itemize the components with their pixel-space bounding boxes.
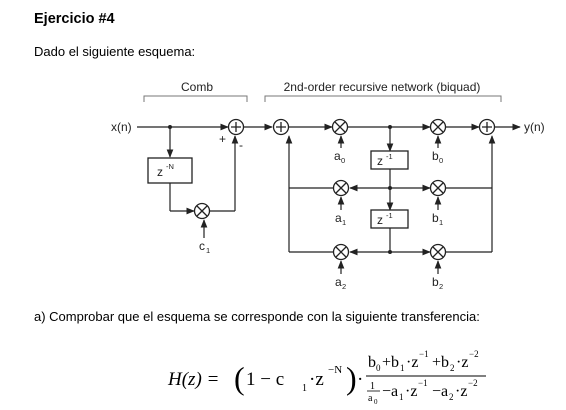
formula-neg-n: −N xyxy=(328,364,342,376)
formula-c-sub: 1 xyxy=(302,383,307,394)
den-z1: ·z xyxy=(405,383,417,400)
formula-z: ·z xyxy=(309,369,324,390)
den-exp-m1: −1 xyxy=(418,378,428,388)
delay-z-n: z -N xyxy=(147,157,193,184)
formula-one-minus: 1 − c xyxy=(246,369,284,390)
coef-a2-letter: a xyxy=(335,275,342,289)
intro-text: Dado el siguiente esquema: xyxy=(34,44,196,59)
multiplier-a1 xyxy=(332,179,350,197)
formula-lhs: H(z) = xyxy=(167,369,219,390)
output-label: y(n) xyxy=(524,120,545,134)
plus-sign: + xyxy=(219,132,226,146)
coef-b1-sub: 1 xyxy=(439,218,443,227)
den-minus-a2: −a xyxy=(432,383,448,400)
num-exp-m2: −2 xyxy=(469,349,479,359)
num-b0: b xyxy=(368,354,376,371)
coef-b2: b 2 xyxy=(432,275,443,291)
transfer-function: H(z) = ( 1 − c 1 ·z −N ) · b 0 +b 1 ·z −… xyxy=(167,349,486,406)
adder-comb xyxy=(227,118,245,136)
coef-b1: b 1 xyxy=(432,211,443,227)
multiplier-a0 xyxy=(331,118,349,136)
den-exp-m2: −2 xyxy=(468,378,478,388)
coef-b0-sub: 0 xyxy=(439,156,443,165)
den-z2: ·z xyxy=(455,383,467,400)
num-b2-sub: 2 xyxy=(450,363,455,373)
adder-biquad-out xyxy=(478,118,496,136)
den-minus-a1: −a xyxy=(382,383,398,400)
coef-c1-letter: c xyxy=(199,239,205,253)
comb-label: Comb xyxy=(181,80,213,94)
delay-z-n-label: z xyxy=(157,165,163,179)
den-a0: a xyxy=(368,393,373,404)
comb-bracket xyxy=(143,95,248,102)
num-plus-b2: +b xyxy=(432,354,449,371)
coef-b0-letter: b xyxy=(432,149,439,163)
multiplier-c1 xyxy=(193,202,211,220)
delay-z1-top-label: z xyxy=(377,154,383,168)
den-a1-sub: 1 xyxy=(399,392,404,402)
coef-c1: c 1 xyxy=(199,239,210,255)
num-z2: ·z xyxy=(456,354,468,371)
coef-b0: b 0 xyxy=(432,149,443,165)
coef-a0: a 0 xyxy=(334,149,345,165)
multiplier-b2 xyxy=(429,243,447,261)
junction-dots xyxy=(168,125,392,254)
multiplier-b0 xyxy=(429,118,447,136)
num-b0-sub: 0 xyxy=(376,363,381,373)
multiplier-b1 xyxy=(429,179,447,197)
biquad-label: 2nd-order recursive network (biquad) xyxy=(284,80,481,94)
coef-a2-sub: 2 xyxy=(342,282,346,291)
delay-z-n-exp: -N xyxy=(166,162,174,171)
den-one: 1 xyxy=(370,381,375,392)
formula-dot: · xyxy=(357,369,363,390)
num-exp-m1: −1 xyxy=(419,349,429,359)
coef-b2-sub: 2 xyxy=(439,282,443,291)
input-label: x(n) xyxy=(111,120,132,134)
formula-paren-close: ) xyxy=(346,360,357,396)
coef-a1: a 1 xyxy=(335,211,346,227)
num-z1: ·z xyxy=(406,354,418,371)
delay-z1-bottom-exp: -1 xyxy=(386,211,393,220)
delay-z-1-bottom: z -1 xyxy=(370,209,409,229)
question-a: a) Comprobar que el esquema se correspon… xyxy=(34,309,480,324)
coef-a1-letter: a xyxy=(335,211,342,225)
den-a2-sub: 2 xyxy=(449,392,454,402)
delay-z-1-top: z -1 xyxy=(370,150,409,170)
formula-paren-open: ( xyxy=(234,360,245,396)
coef-b1-letter: b xyxy=(432,211,439,225)
delay-z1-bottom-label: z xyxy=(377,213,383,227)
coef-c1-sub: 1 xyxy=(206,246,210,255)
coef-a0-letter: a xyxy=(334,149,341,163)
biquad-bracket xyxy=(264,95,502,102)
multiplier-a2 xyxy=(332,243,350,261)
exercise-title: Ejercicio #4 xyxy=(34,11,115,27)
coef-a1-sub: 1 xyxy=(342,218,346,227)
coef-a0-sub: 0 xyxy=(341,156,345,165)
signal-wires xyxy=(137,123,521,274)
adder-biquad-in xyxy=(272,118,290,136)
num-b1-sub: 1 xyxy=(400,363,405,373)
num-plus-b1: +b xyxy=(382,354,399,371)
den-a0-sub: 0 xyxy=(374,398,378,406)
coef-b2-letter: b xyxy=(432,275,439,289)
delay-z1-top-exp: -1 xyxy=(386,152,393,161)
coef-a2: a 2 xyxy=(335,275,346,291)
minus-sign: - xyxy=(239,138,243,152)
